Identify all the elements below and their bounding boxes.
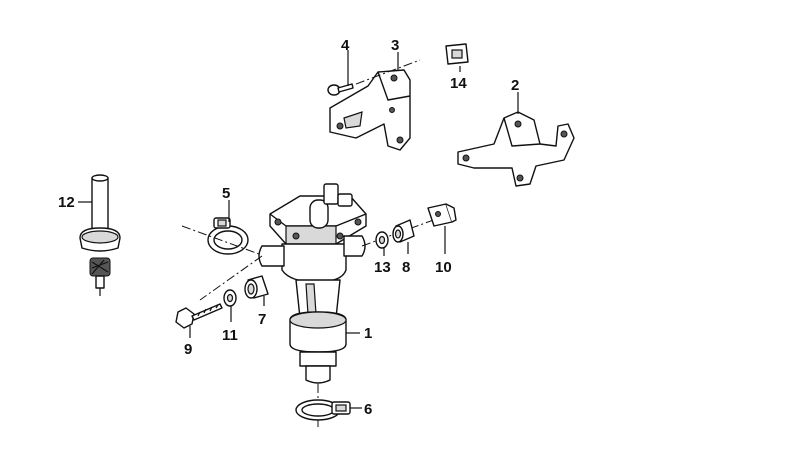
callout-5: 5 [222, 185, 230, 202]
callout-9: 9 [184, 341, 192, 358]
callout-4: 4 [341, 37, 350, 54]
leader-lines [78, 50, 519, 409]
callout-12: 12 [58, 194, 75, 211]
part-8-fitting [392, 219, 415, 243]
part-7-seal [244, 275, 269, 299]
callout-1: 1 [364, 325, 372, 342]
part-12-strainer [79, 174, 121, 296]
part-10-clip [427, 203, 457, 227]
part-13-washer [375, 231, 389, 249]
callout-labels: 1 2 3 4 5 6 7 8 9 10 11 12 13 14 [58, 37, 519, 418]
part-5-hose-clamp [181, 217, 271, 259]
callout-7: 7 [258, 311, 266, 328]
part-11-washer [223, 289, 237, 307]
part-4-screw [327, 83, 354, 96]
part-14-nut-clip [445, 43, 469, 65]
callout-8: 8 [402, 259, 410, 276]
callout-6: 6 [364, 401, 372, 418]
callout-2: 2 [511, 77, 519, 94]
callout-11: 11 [222, 327, 238, 344]
part-3-bracket [329, 59, 421, 151]
callout-14: 14 [450, 75, 467, 92]
part-1-valve-body [199, 183, 451, 428]
callout-10: 10 [435, 259, 452, 276]
part-9-bolt [175, 303, 223, 329]
callout-3: 3 [391, 37, 399, 54]
callout-13: 13 [374, 259, 391, 276]
part-2-mounting-bracket [457, 111, 575, 187]
part-6-hose-clamp [295, 399, 351, 421]
